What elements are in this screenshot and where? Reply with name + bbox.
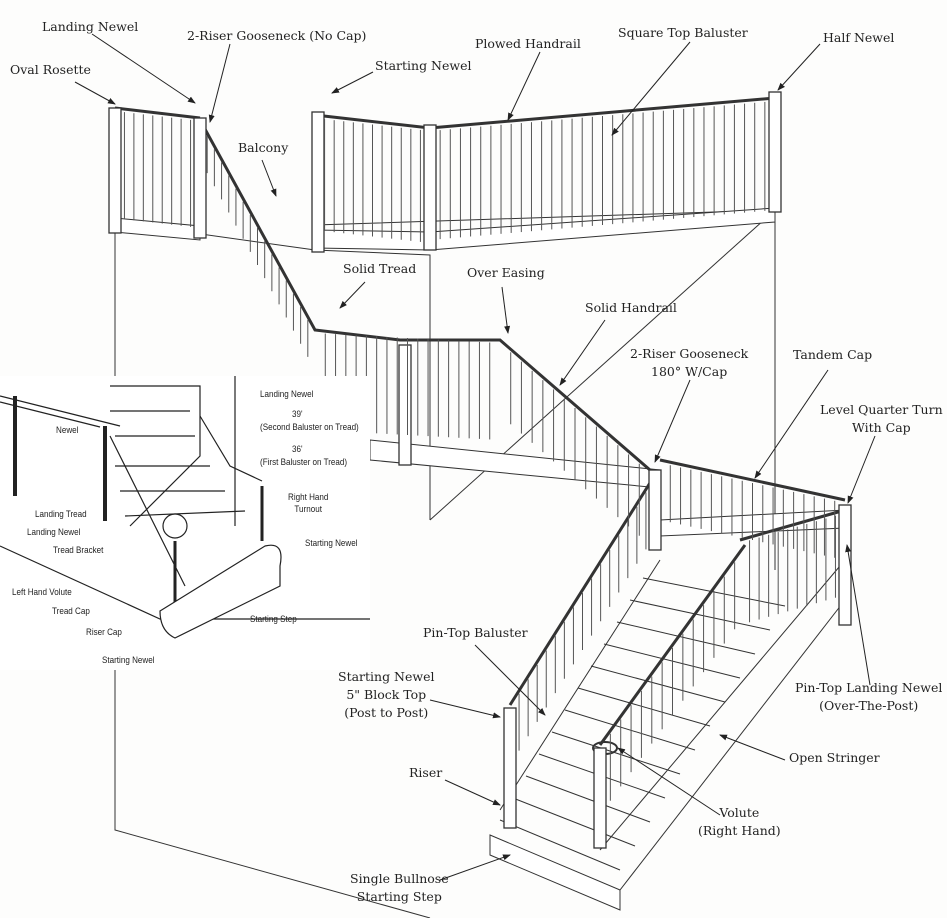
label-tandem-cap: Tandem Cap bbox=[793, 347, 873, 362]
inset-label-starting-newel-right: Starting Newel bbox=[305, 538, 358, 549]
tread bbox=[590, 665, 726, 703]
inset-label-riser-cap: Riser Cap bbox=[86, 627, 122, 638]
inset-label-36: 36' bbox=[292, 444, 303, 455]
inset-label-first-baluster: (First Baluster on Tread) bbox=[260, 457, 348, 468]
inset-stair-diagram: Landing Newel 39' (Second Baluster on Tr… bbox=[0, 376, 370, 670]
label-plowed-handrail: Plowed Handrail bbox=[475, 36, 581, 51]
label-2-riser-gooseneck-no-cap: 2-Riser Gooseneck (No Cap) bbox=[187, 28, 367, 43]
label-balcony: Balcony bbox=[238, 140, 289, 155]
label-half-newel: Half Newel bbox=[823, 30, 895, 45]
tread bbox=[512, 797, 636, 847]
inset-label-landing-newel-top: Landing Newel bbox=[260, 389, 314, 400]
label-oval-rosette: Oval Rosette bbox=[10, 62, 91, 77]
label-line: With Cap bbox=[851, 420, 911, 435]
tread bbox=[525, 775, 651, 823]
label-starting-newel-block-top: Starting Newel 5" Block Top (Post to Post) bbox=[338, 668, 435, 722]
newel-post bbox=[838, 504, 852, 626]
tread bbox=[616, 621, 756, 655]
tread bbox=[564, 709, 696, 751]
inset-label-tread-bracket: Tread Bracket bbox=[53, 545, 104, 556]
label-solid-handrail: Solid Handrail bbox=[585, 300, 677, 315]
label-line: (Over-The-Post) bbox=[819, 698, 919, 713]
inset-label-tread-cap: Tread Cap bbox=[52, 606, 90, 617]
label-line: 180° W/Cap bbox=[651, 364, 728, 379]
balcony-wall bbox=[114, 221, 431, 520]
newel-post bbox=[648, 469, 662, 551]
label-gooseneck-180: 2-Riser Gooseneck 180° W/Cap bbox=[630, 345, 748, 381]
inset-label-left-hand-volute: Left Hand Volute bbox=[12, 587, 72, 598]
newel-post bbox=[311, 111, 325, 253]
newel-post bbox=[768, 91, 782, 213]
tread bbox=[499, 819, 621, 871]
inset-label-second-baluster: (Second Baluster on Tread) bbox=[260, 422, 359, 433]
label-line: Right Hand bbox=[288, 492, 329, 503]
tread bbox=[577, 687, 711, 727]
label-square-top-baluster: Square Top Baluster bbox=[618, 25, 748, 40]
label-line: (Right Hand) bbox=[698, 823, 781, 838]
label-line: (Post to Post) bbox=[344, 705, 429, 720]
inset-label-starting-step: Starting Step bbox=[250, 614, 297, 625]
label-riser: Riser bbox=[409, 765, 443, 780]
label-solid-tread: Solid Tread bbox=[343, 261, 417, 276]
label-line: Starting Step bbox=[356, 889, 442, 904]
tread bbox=[629, 599, 771, 631]
inset-label-landing-newel: Landing Newel bbox=[27, 527, 81, 538]
label-landing-newel: Landing Newel bbox=[42, 19, 139, 34]
label-pin-top-landing-newel: Pin-Top Landing Newel (Over-The-Post) bbox=[795, 679, 942, 715]
label-volute: Volute (Right Hand) bbox=[698, 804, 781, 840]
label-line: Level Quarter Turn bbox=[820, 402, 943, 417]
tread bbox=[551, 731, 681, 775]
label-line: 2-Riser Gooseneck bbox=[630, 346, 749, 361]
inset-label-landing-tread: Landing Tread bbox=[35, 509, 87, 520]
label-line: Turnout bbox=[294, 504, 322, 515]
label-line: Volute bbox=[719, 805, 760, 820]
inset-label-starting-newel-bottom: Starting Newel bbox=[102, 655, 155, 666]
newel-post bbox=[503, 707, 517, 829]
newel-post bbox=[593, 747, 607, 849]
leader-lines bbox=[74, 33, 876, 881]
inset-drawing bbox=[0, 376, 370, 639]
newel-post bbox=[193, 117, 207, 239]
label-pin-top-baluster: Pin-Top Baluster bbox=[423, 625, 528, 640]
inset-label-39: 39' bbox=[292, 409, 303, 420]
label-line: Starting Newel bbox=[338, 669, 435, 684]
newel-post bbox=[108, 107, 122, 234]
inset-label-newel: Newel bbox=[56, 425, 79, 436]
label-starting-newel-top: Starting Newel bbox=[375, 58, 472, 73]
label-over-easing: Over Easing bbox=[467, 265, 545, 280]
label-line: 5" Block Top bbox=[346, 687, 427, 702]
label-line: Pin-Top Landing Newel bbox=[795, 680, 943, 695]
label-open-stringer: Open Stringer bbox=[789, 750, 880, 765]
label-line: Single Bullnose bbox=[350, 871, 449, 886]
newel-post bbox=[423, 124, 437, 251]
newel-post bbox=[398, 344, 412, 466]
